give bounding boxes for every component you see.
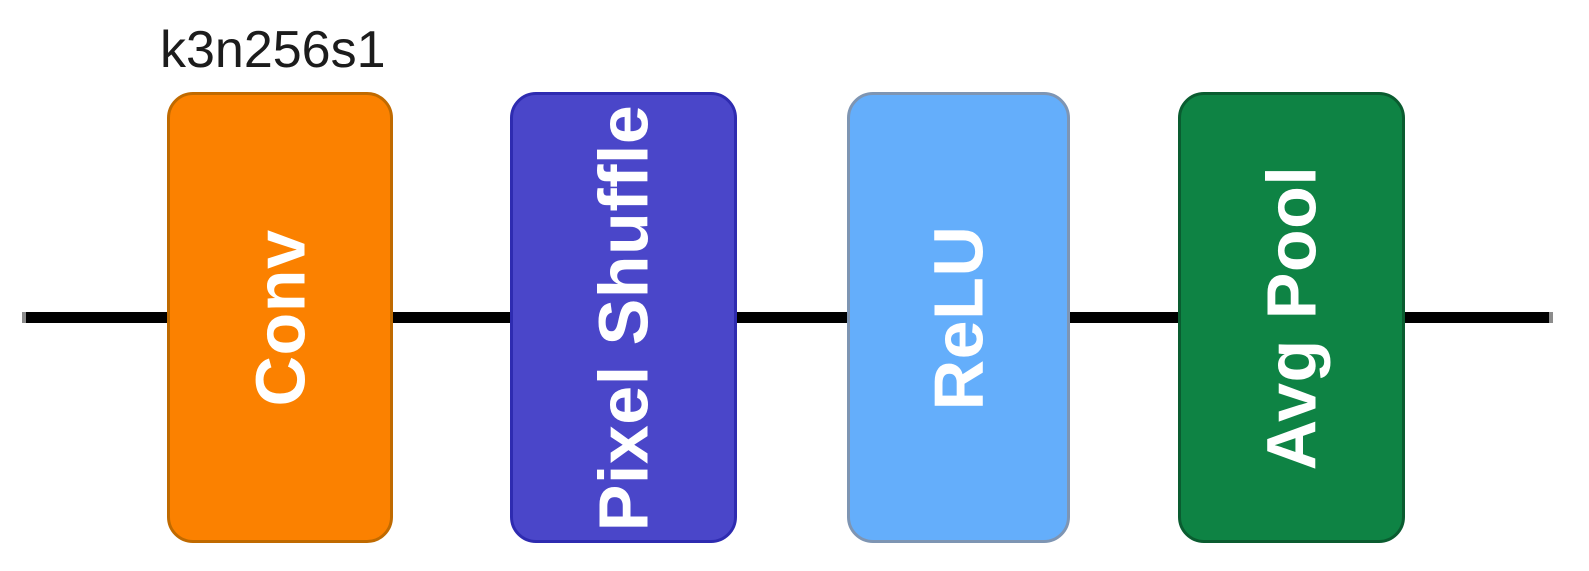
block-conv: Conv: [167, 92, 393, 543]
block-pixel-shuffle-label: Pixel Shuffle: [584, 104, 663, 531]
block-relu: ReLU: [847, 92, 1070, 543]
flow-line: [22, 312, 1553, 323]
block-avg-pool-label: Avg Pool: [1252, 165, 1331, 470]
block-relu-label: ReLU: [919, 225, 998, 410]
block-pixel-shuffle: Pixel Shuffle: [510, 92, 737, 543]
conv-params-annotation: k3n256s1: [160, 21, 386, 79]
block-avg-pool: Avg Pool: [1178, 92, 1405, 543]
block-conv-label: Conv: [241, 229, 319, 406]
